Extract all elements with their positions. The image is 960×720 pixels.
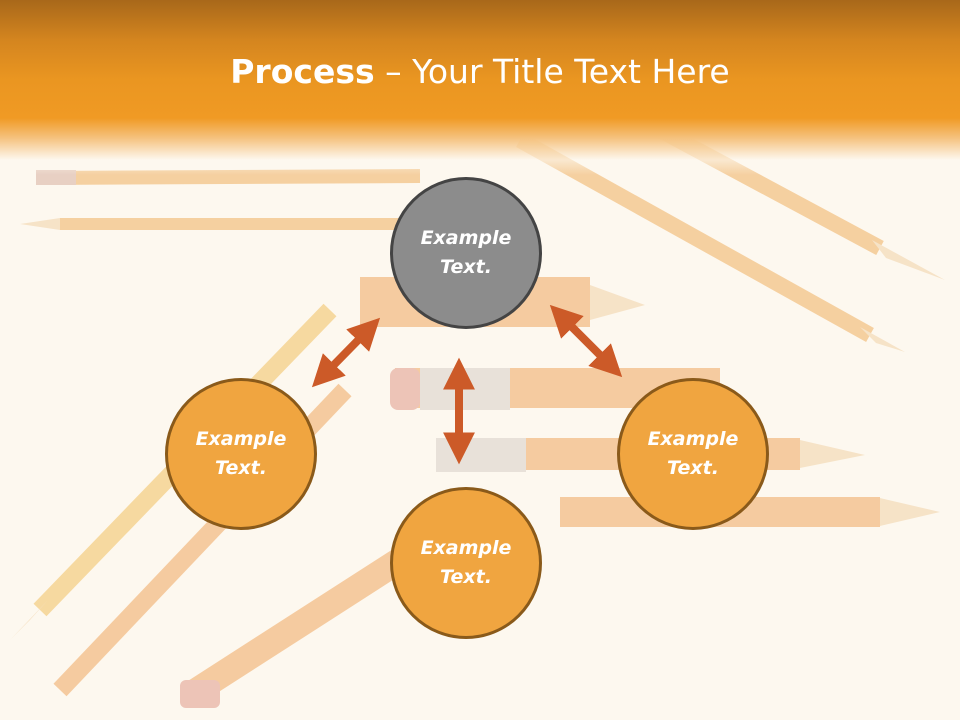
title-band <box>0 0 960 175</box>
arrow-top-right <box>549 304 623 378</box>
arrow-top-left <box>311 317 381 388</box>
title-rest-text: – Your Title Text Here <box>374 52 730 91</box>
slide-title: Process – Your Title Text Here <box>0 52 960 91</box>
title-bold-text: Process <box>230 52 375 91</box>
